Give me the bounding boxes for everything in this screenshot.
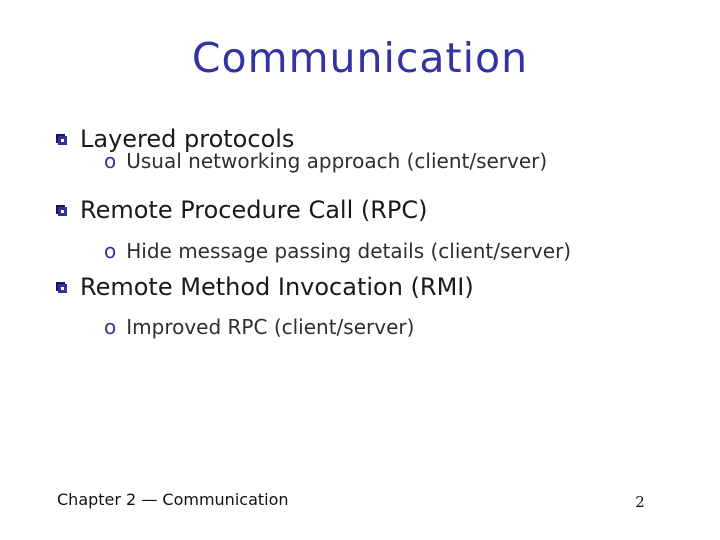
circle-bullet-icon: o: [104, 315, 117, 339]
bullet-label: Layered protocols: [80, 125, 295, 153]
bullet-label: Remote Procedure Call (RPC): [80, 196, 428, 224]
sub-bullet-label: Improved RPC (client/server): [126, 315, 415, 339]
bullet-item: Remote Method Invocation (RMI): [58, 272, 474, 302]
sub-bullet-label: Hide message passing details (client/ser…: [126, 239, 572, 263]
slide-title: Communication: [191, 34, 529, 82]
sub-bullet-item: o Usual networking approach (client/serv…: [104, 148, 547, 174]
sub-bullet-label: Usual networking approach (client/server…: [126, 149, 548, 173]
bullet-item: Layered protocols: [58, 124, 294, 154]
bullet-item: Remote Procedure Call (RPC): [58, 195, 428, 225]
circle-bullet-icon: o: [104, 149, 117, 173]
square-bullet-icon: [58, 206, 67, 216]
sub-bullet-item: o Hide message passing details (client/s…: [104, 238, 571, 264]
square-bullet-icon: [58, 135, 67, 145]
square-bullet-icon: [58, 283, 67, 293]
sub-bullet-item: o Improved RPC (client/server): [104, 314, 414, 340]
page-number: 2: [635, 493, 645, 511]
footer-text: Chapter 2 — Communication: [57, 490, 289, 509]
bullet-label: Remote Method Invocation (RMI): [80, 273, 474, 301]
circle-bullet-icon: o: [104, 239, 117, 263]
